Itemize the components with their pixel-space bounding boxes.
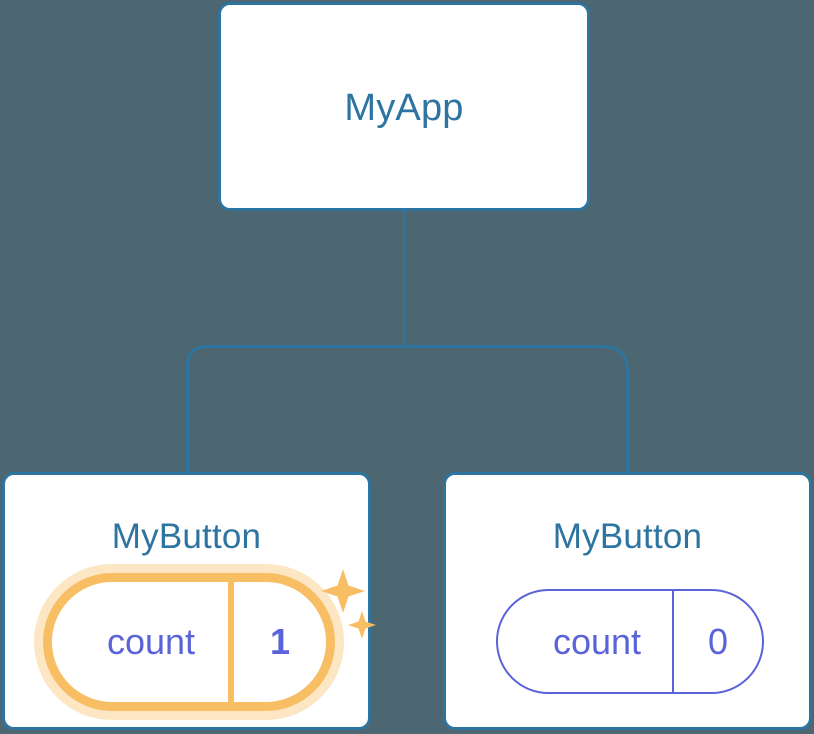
state-key: count bbox=[552, 620, 642, 662]
state-divider bbox=[672, 591, 674, 692]
state-value: 0 bbox=[707, 620, 729, 662]
state-divider bbox=[228, 582, 234, 702]
state-pill[interactable]: count 0 bbox=[496, 589, 764, 694]
node-card-mybutton-2[interactable]: MyButton count 0 bbox=[443, 472, 812, 730]
state-pill-highlighted[interactable]: count 1 bbox=[43, 573, 335, 711]
node-title: MyButton bbox=[552, 517, 703, 556]
node-title: MyButton bbox=[111, 517, 262, 556]
sparkle-large-icon bbox=[321, 569, 365, 613]
connector-branch-bus bbox=[186, 345, 629, 472]
state-key: count bbox=[106, 621, 196, 662]
node-title: MyApp bbox=[344, 87, 464, 129]
node-card-mybutton-1[interactable]: MyButton count 1 bbox=[2, 472, 376, 730]
node-card-myapp[interactable]: MyApp bbox=[218, 2, 590, 211]
state-value: 1 bbox=[269, 621, 291, 662]
